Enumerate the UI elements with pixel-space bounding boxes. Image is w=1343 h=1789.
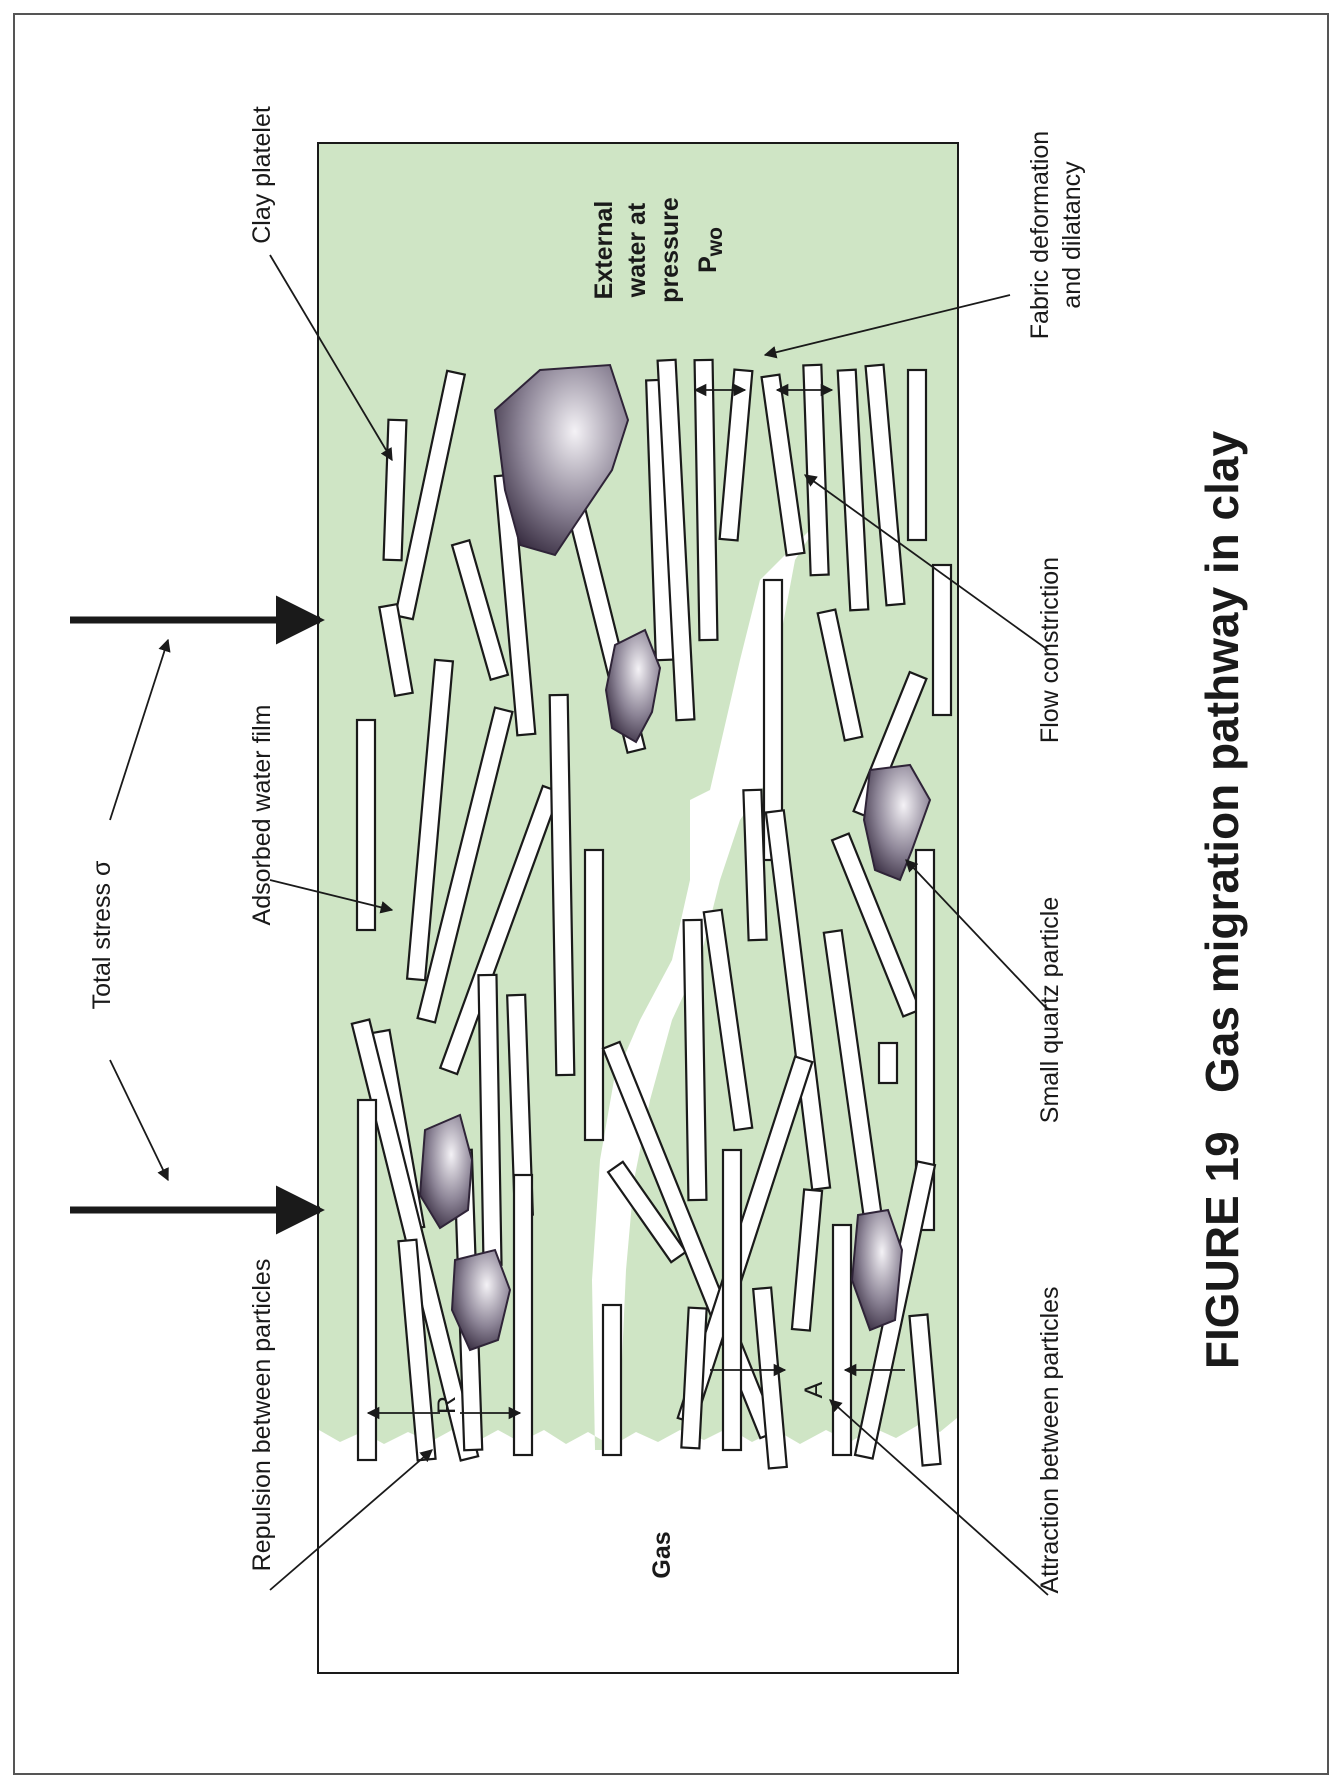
flow-constriction-label: Flow constriction (1036, 557, 1064, 743)
total-stress-label: Total stress σ (88, 860, 116, 1009)
external-water-line1: External (590, 201, 618, 300)
gas-label: Gas (648, 1531, 676, 1578)
small-quartz-label: Small quartz particle (1036, 897, 1064, 1123)
a-marker: A (800, 1381, 828, 1398)
stress-leader-bottom (110, 1060, 168, 1180)
repulsion-label: Repulsion between particles (248, 1259, 276, 1572)
clay-platelet (358, 1100, 376, 1460)
r-marker: R (433, 1396, 461, 1414)
total-stress-text: Total stress σ (88, 860, 116, 1009)
clay-platelet (879, 1043, 897, 1083)
figure-caption: FIGURE 19 Gas migration pathway in clay (1196, 431, 1248, 1370)
external-water-line3: pressure (656, 197, 684, 303)
clay-platelet (833, 1225, 851, 1455)
clay-platelet (908, 370, 926, 540)
clay-platelet (695, 360, 718, 640)
clay-platelet (933, 565, 951, 715)
clay-platelet (585, 850, 603, 1140)
clay-platelet (743, 790, 766, 941)
clay-platelet (478, 975, 501, 1265)
adsorbed-water-label: Adsorbed water film (248, 705, 276, 926)
fabric-label-line1: Fabric deformation (1026, 131, 1054, 339)
clay-platelet (684, 920, 707, 1200)
attraction-label: Attraction between particles (1036, 1286, 1064, 1593)
clay-platelet-label: Clay platelet (248, 106, 276, 244)
clay-platelet (723, 1150, 741, 1450)
stress-leader-top (110, 640, 168, 820)
clay-platelet (357, 720, 375, 930)
clay-platelet (603, 1305, 621, 1455)
clay-platelet (384, 420, 407, 561)
fabric-label-line2: and dilatancy (1058, 161, 1086, 309)
external-water-line2: water at (623, 202, 651, 298)
